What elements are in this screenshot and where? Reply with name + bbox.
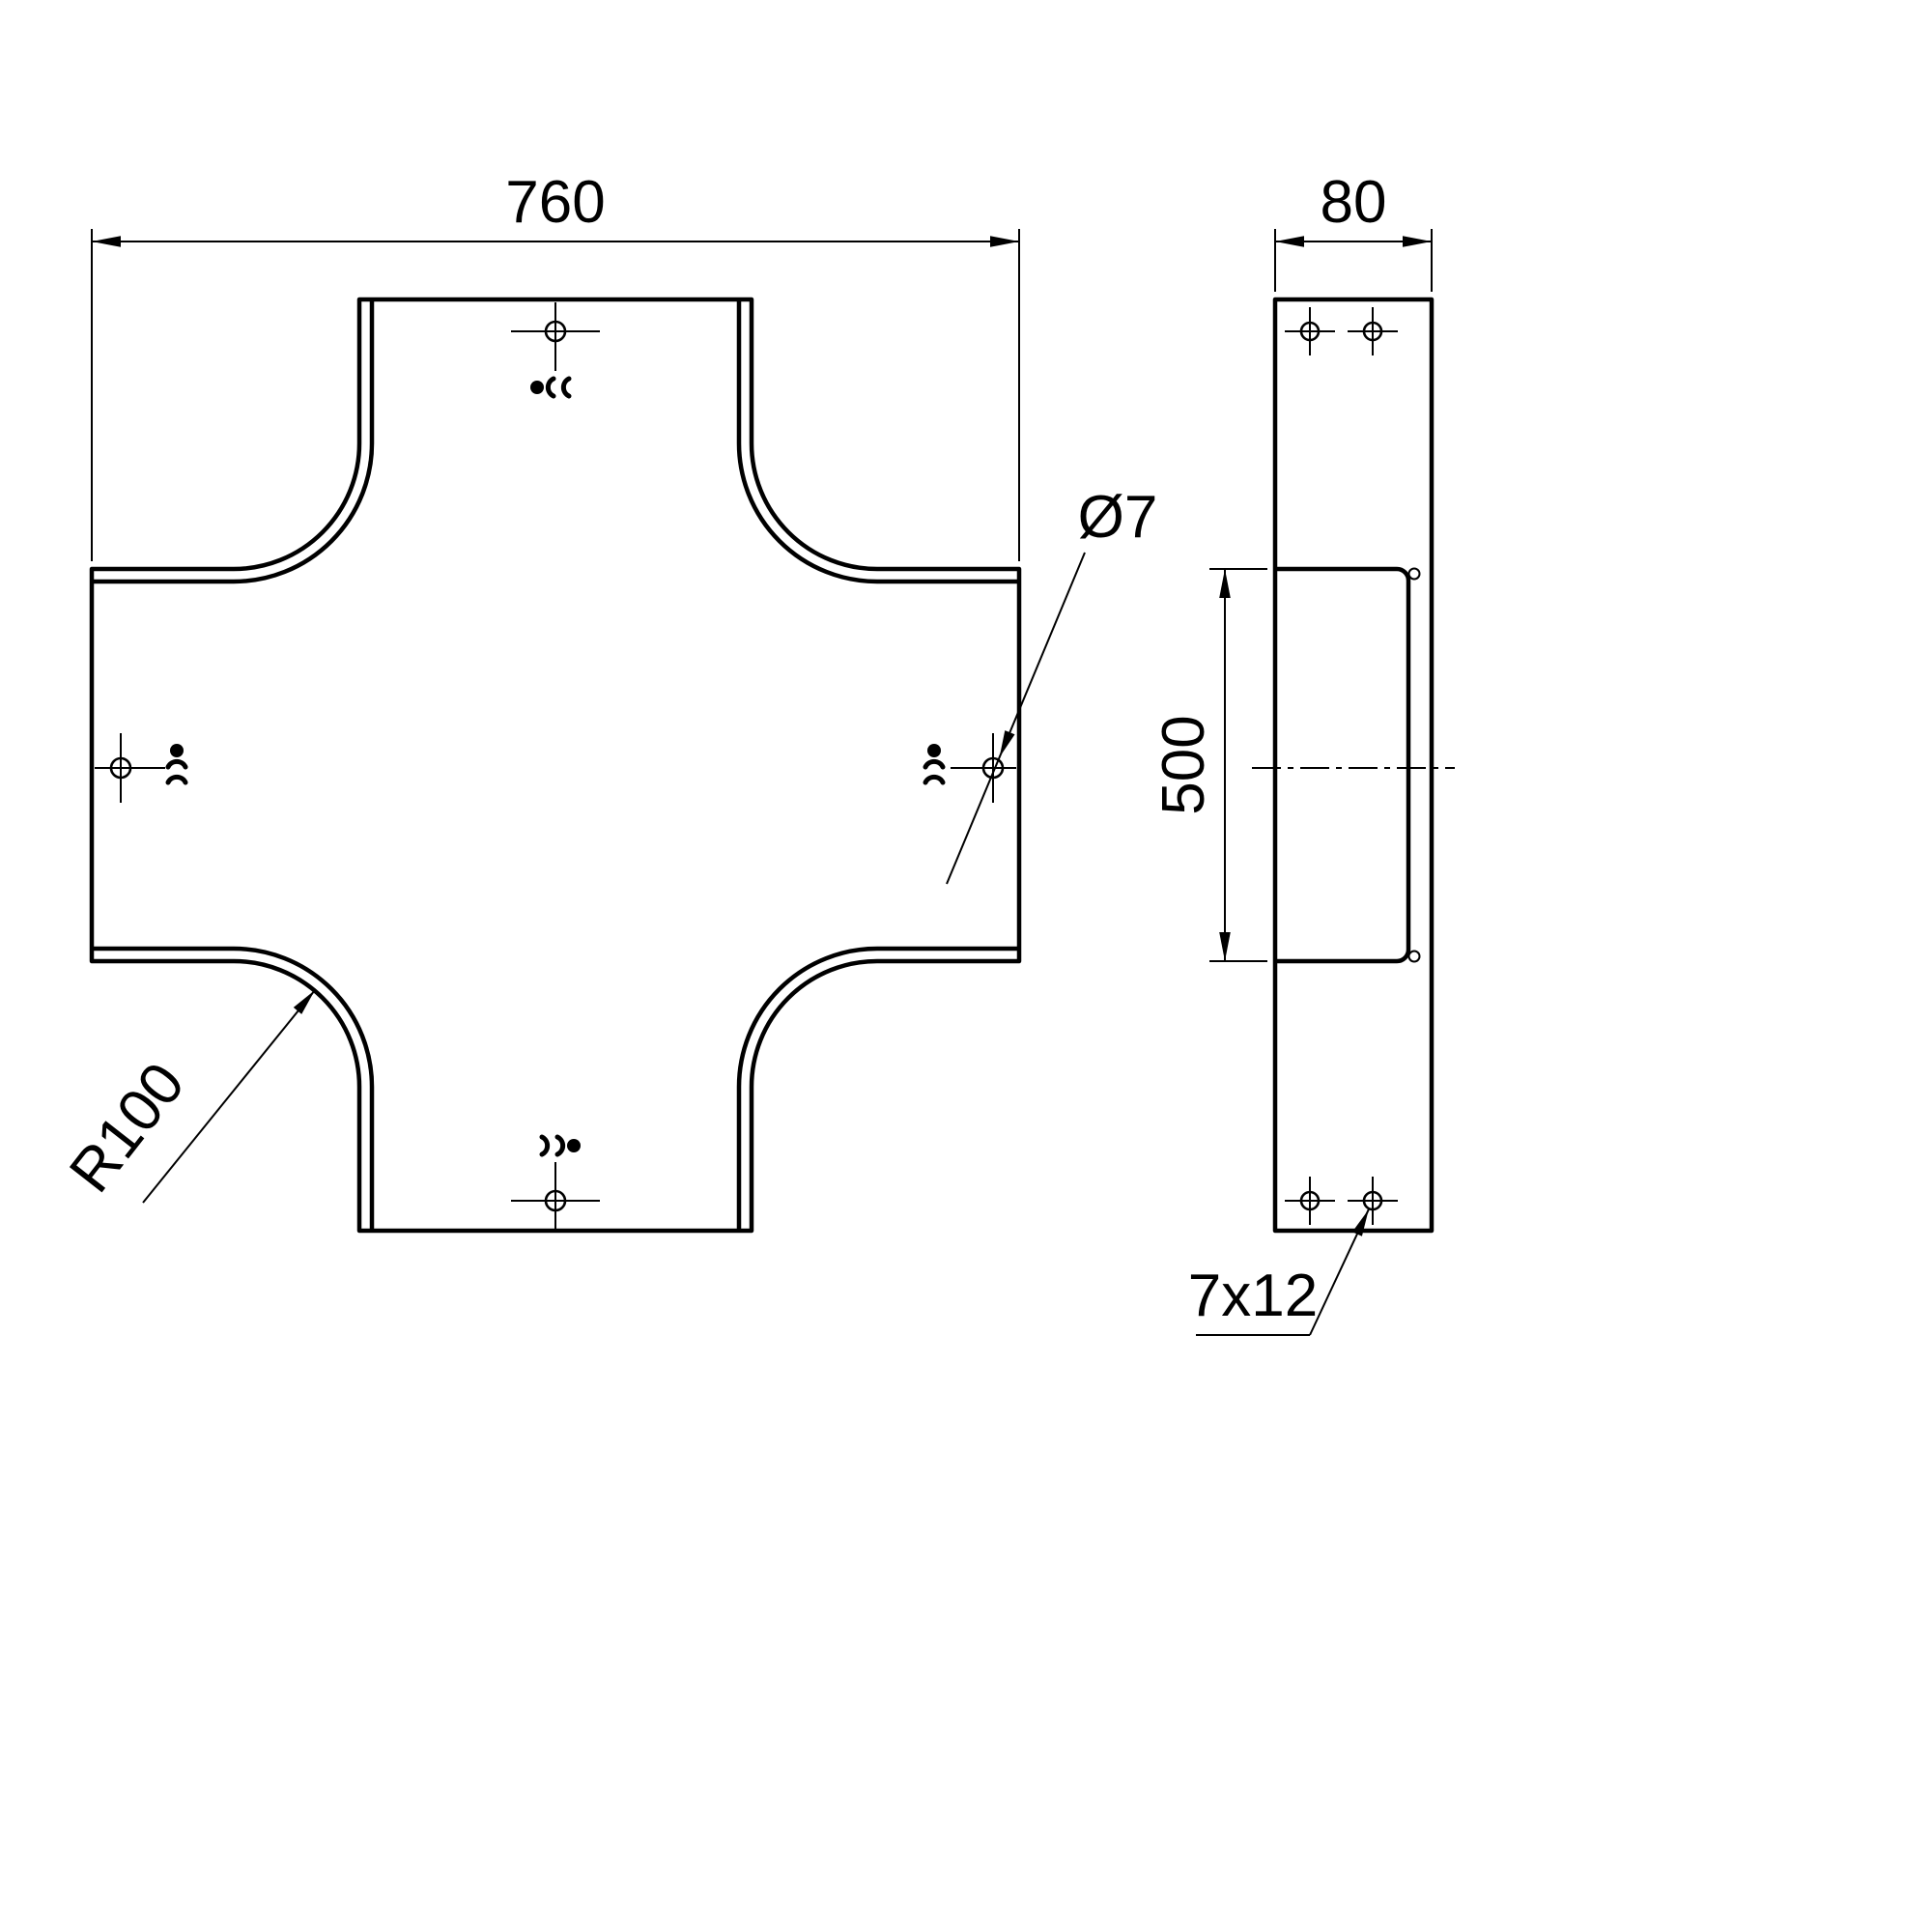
cross-inner-edge-top-right bbox=[736, 299, 1019, 584]
cross-inner-edge-bottom-left bbox=[92, 946, 375, 1231]
label-hole-diameter: Ø7 bbox=[946, 484, 1158, 885]
hole-bottom bbox=[511, 1162, 600, 1229]
side-hole-top-left bbox=[1285, 307, 1335, 355]
label-corner-radius: R100 bbox=[57, 989, 316, 1205]
label-corner-radius-value: R100 bbox=[57, 1051, 198, 1205]
dimensions: 760 80 500 Ø7 bbox=[57, 169, 1433, 1336]
hole-right bbox=[951, 733, 1016, 803]
dim-depth: 80 bbox=[1274, 169, 1433, 292]
label-slot-size: 7x12 bbox=[1188, 1208, 1370, 1336]
cross-inner-edge-bottom-right bbox=[736, 946, 1019, 1231]
cover-curl-bottom bbox=[1407, 950, 1421, 963]
side-hole-top-right bbox=[1348, 307, 1398, 355]
dim-overall-width: 760 bbox=[91, 169, 1020, 561]
hole-left bbox=[95, 733, 165, 803]
dim-section-length-value: 500 bbox=[1151, 715, 1217, 814]
side-hole-bottom-left bbox=[1285, 1177, 1335, 1225]
detent-mark-top bbox=[530, 376, 572, 399]
detent-mark-bottom bbox=[539, 1134, 581, 1157]
dim-overall-width-value: 760 bbox=[505, 169, 605, 236]
side-view-cover-section bbox=[1275, 566, 1411, 964]
detent-mark-right bbox=[923, 744, 946, 785]
dim-section-length: 500 bbox=[1151, 568, 1267, 962]
cross-outline-outer bbox=[89, 297, 1022, 1234]
front-view bbox=[89, 297, 1022, 1234]
label-slot-size-value: 7x12 bbox=[1188, 1263, 1318, 1329]
side-view bbox=[1252, 297, 1455, 1234]
dim-depth-value: 80 bbox=[1321, 169, 1387, 236]
cover-curl-top bbox=[1407, 567, 1421, 581]
cross-inner-edge-top-left bbox=[92, 299, 375, 584]
label-hole-diameter-value: Ø7 bbox=[1078, 484, 1158, 551]
detent-mark-left bbox=[165, 744, 188, 785]
side-hole-bottom-right bbox=[1348, 1177, 1398, 1225]
hole-top bbox=[511, 302, 600, 371]
